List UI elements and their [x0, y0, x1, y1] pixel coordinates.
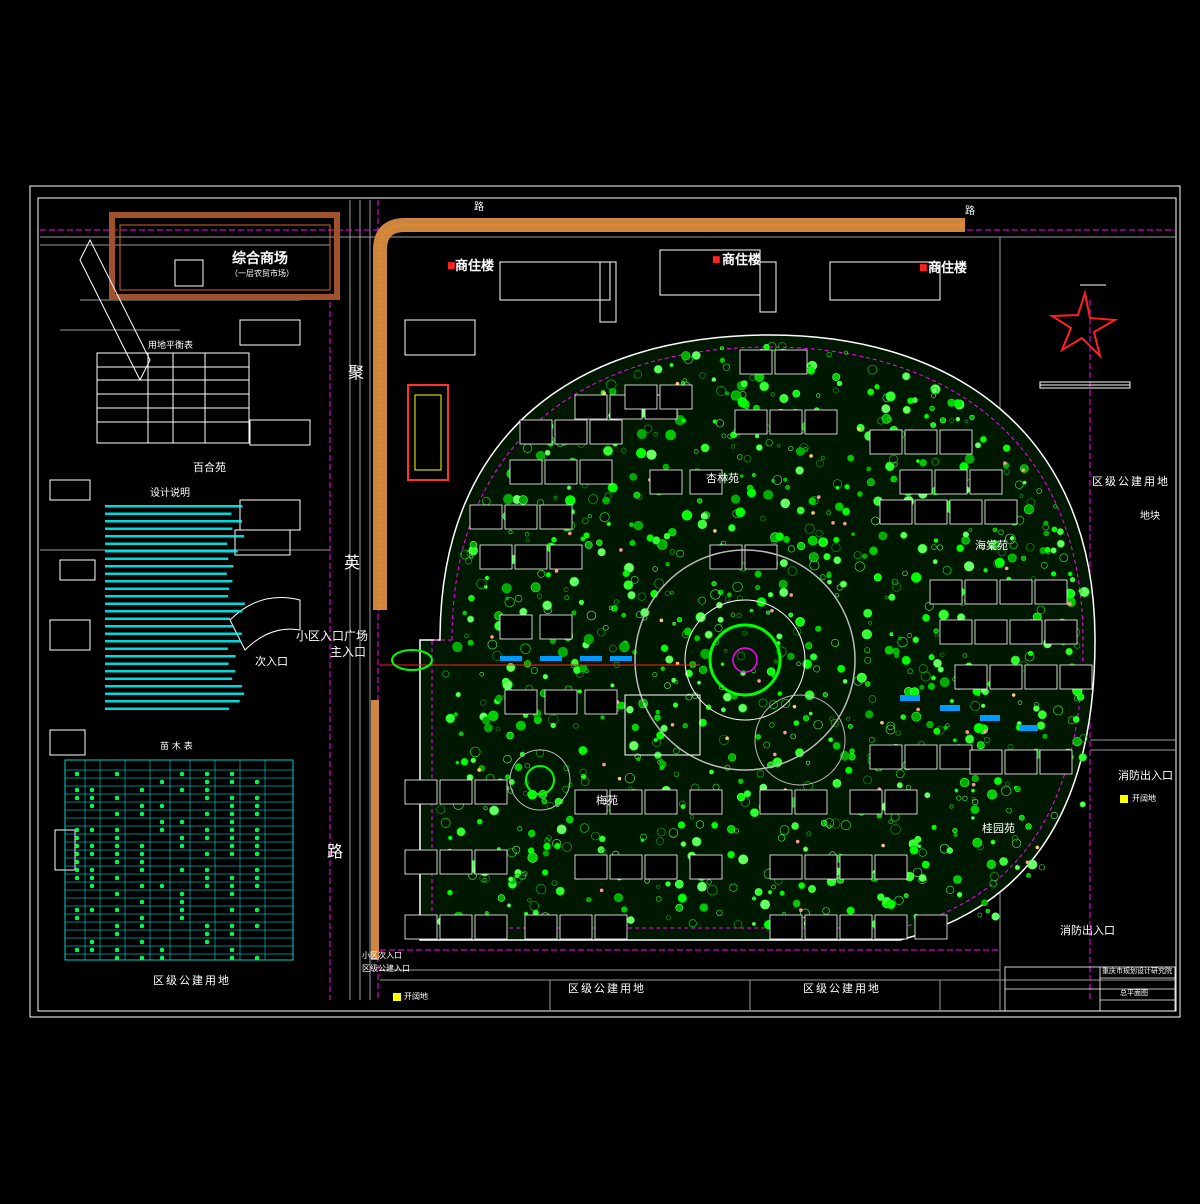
- outer-frame: [29, 185, 1181, 1018]
- north-buildings: [404, 249, 941, 356]
- entrance-water-features: [500, 656, 1038, 731]
- garden-east-label: 海棠苑: [975, 539, 1008, 552]
- district-public-land-east: 区级公建用地: [1092, 475, 1170, 488]
- public-entrance-label: 区级公建入口: [362, 964, 410, 973]
- commercial-center-outline: [109, 212, 340, 300]
- kindergarten: [624, 694, 701, 756]
- fire-exit-label-2: 消防出入口: [1060, 924, 1115, 937]
- shangzhulou-label-2: 商住楼: [722, 253, 762, 268]
- garden-north-label: 杏林苑: [706, 472, 739, 485]
- central-plaza: [634, 549, 856, 786]
- open-space-label-east: 开阔地: [1132, 794, 1156, 803]
- land-use-table: [96, 352, 250, 444]
- secondary-plaza: [509, 749, 571, 811]
- open-space-label-south: 开阔地: [404, 992, 428, 1001]
- residential-blocks: [404, 349, 1093, 940]
- commercial-center-label: 综合商场: [232, 251, 288, 267]
- garden-south-label: 梅苑: [596, 794, 618, 807]
- nursery-table-title: 苗 木 表: [160, 742, 193, 752]
- district-public-land-sw: 区级公建用地: [153, 974, 231, 987]
- garden-southeast-label: 桂园苑: [982, 822, 1015, 835]
- title-block-drawing: 总平面图: [1120, 989, 1148, 997]
- inner-frame: [37, 197, 1177, 1012]
- north-arrow: [1048, 284, 1119, 360]
- road-name-char-1: 聚: [348, 363, 365, 382]
- shangzhulou-label-1: 商住楼: [455, 259, 495, 274]
- main-entrance-label: 主入口: [330, 645, 367, 659]
- land-use-table-title: 用地平衡表: [148, 341, 194, 351]
- title-block: [1004, 966, 1176, 1012]
- secondary-entrance-label: 次入口: [255, 655, 288, 668]
- road-name-char-2: 英: [344, 553, 361, 572]
- district-public-land-s1: 区级公建用地: [568, 982, 646, 995]
- residential-area-label: 百合苑: [193, 461, 226, 474]
- side-entrance-label: 小区次入口: [362, 951, 402, 960]
- vacant-land-label: 地块: [1140, 511, 1160, 522]
- main-entrance-plaza-label: 小区入口广场: [296, 629, 369, 643]
- district-public-land-s2: 区级公建用地: [803, 982, 881, 995]
- scale-bar: [1039, 381, 1131, 389]
- commercial-center-sublabel: （一层农贸市场）: [230, 269, 294, 278]
- title-block-company: 重庆市规划设计研究院: [1102, 967, 1172, 975]
- shangzhulou-label-3: 商住楼: [928, 261, 968, 276]
- west-neighborhood: [49, 238, 311, 871]
- sports-field: [407, 384, 449, 481]
- road-name-char-3: 路: [327, 842, 344, 861]
- road-top-label-1: 路: [474, 202, 484, 213]
- road-top-label-2: 路: [965, 206, 975, 217]
- nursery-table: [64, 759, 294, 961]
- fire-exit-label-1: 消防出入口: [1118, 769, 1173, 782]
- design-notes-title: 设计说明: [150, 488, 190, 499]
